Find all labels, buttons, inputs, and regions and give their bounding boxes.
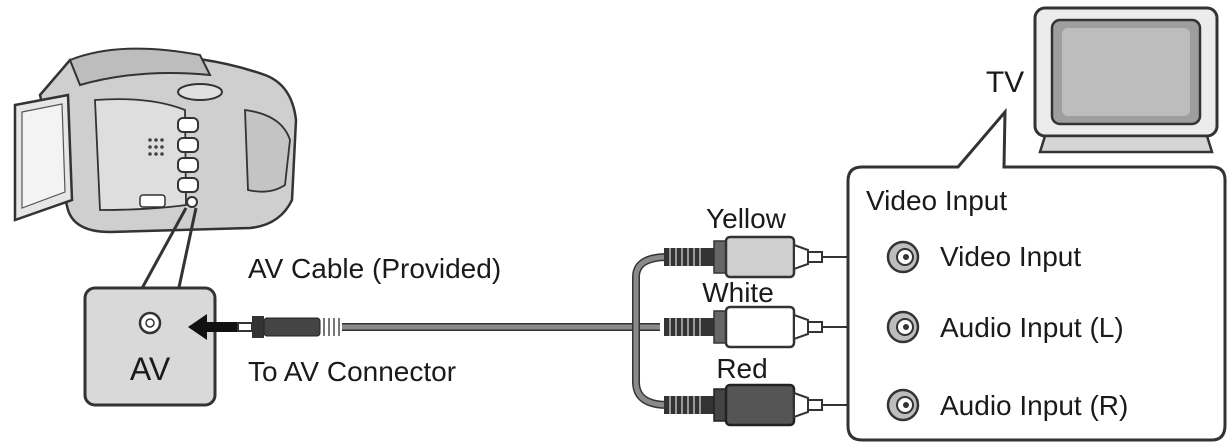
plug-yellow <box>664 235 823 279</box>
tv-label: TV <box>986 66 1024 99</box>
input-audio-r-label: Audio Input (R) <box>940 390 1128 421</box>
av-port-label: AV <box>130 351 171 387</box>
tv-input-panel <box>846 107 1227 442</box>
input-video-label: Video Input <box>940 241 1081 272</box>
jack-video <box>886 240 920 274</box>
av-connector-callout <box>83 286 217 407</box>
jack-audio-l <box>886 310 920 344</box>
input-audio-l-label: Audio Input (L) <box>940 312 1124 343</box>
insert-arrow-icon <box>188 314 238 340</box>
panel-title: Video Input <box>866 185 1007 216</box>
plug-red <box>664 383 823 427</box>
connector-label: To AV Connector <box>248 356 456 387</box>
plug-white-label: White <box>702 277 774 308</box>
tv-illustration <box>1033 6 1219 154</box>
plug-yellow-label: Yellow <box>706 203 787 234</box>
plug-red-label: Red <box>716 353 767 384</box>
cable-label: AV Cable (Provided) <box>248 253 501 284</box>
camcorder-illustration <box>13 47 298 234</box>
plug-white <box>664 305 823 349</box>
jack-audio-r <box>886 388 920 422</box>
av-cable <box>237 253 669 409</box>
